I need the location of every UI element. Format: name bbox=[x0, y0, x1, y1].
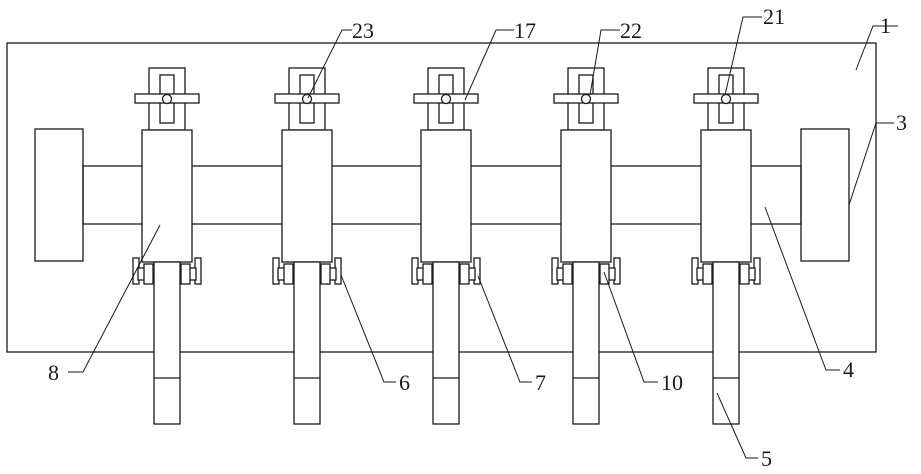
hinge-lug-left bbox=[423, 264, 432, 284]
leader-6 bbox=[341, 275, 396, 382]
leader-1 bbox=[856, 26, 898, 70]
end-block-left bbox=[35, 129, 83, 261]
mount-unit-1 bbox=[133, 68, 201, 424]
label-22: 22 bbox=[620, 18, 642, 43]
clamp-body bbox=[142, 130, 192, 262]
leader-3 bbox=[849, 123, 894, 205]
blade-arm bbox=[154, 262, 180, 424]
label-17: 17 bbox=[514, 18, 536, 43]
blade-arm bbox=[433, 262, 459, 424]
hinge-lug-right bbox=[181, 264, 190, 284]
clamp-body bbox=[561, 130, 611, 262]
label-21: 21 bbox=[763, 4, 785, 29]
mount-unit-3 bbox=[412, 68, 480, 424]
label-10: 10 bbox=[661, 370, 683, 395]
hinge-lug-left bbox=[563, 264, 572, 284]
hinge-lug-left bbox=[144, 264, 153, 284]
bolt-icon bbox=[582, 95, 591, 104]
label-1: 1 bbox=[880, 13, 891, 38]
bolt-icon bbox=[722, 95, 731, 104]
leader-10 bbox=[604, 272, 658, 382]
clamp-body bbox=[421, 130, 471, 262]
bolt-icon bbox=[303, 95, 312, 104]
hinge-lug-right bbox=[321, 264, 330, 284]
label-6: 6 bbox=[399, 370, 410, 395]
blade-arm bbox=[573, 262, 599, 424]
label-5: 5 bbox=[761, 446, 772, 471]
end-block-right bbox=[801, 129, 849, 261]
leader-17 bbox=[465, 30, 514, 100]
bolt-icon bbox=[442, 95, 451, 104]
clamp-body bbox=[282, 130, 332, 262]
mount-unit-2 bbox=[273, 68, 341, 424]
blade-arm bbox=[294, 262, 320, 424]
hinge-lug-right bbox=[740, 264, 749, 284]
label-4: 4 bbox=[843, 357, 854, 382]
label-7: 7 bbox=[535, 370, 546, 395]
mount-unit-5 bbox=[692, 68, 760, 424]
hinge-lug-left bbox=[703, 264, 712, 284]
bolt-icon bbox=[163, 95, 172, 104]
blade-arm bbox=[713, 262, 739, 424]
label-8: 8 bbox=[48, 360, 59, 385]
label-3: 3 bbox=[896, 110, 907, 135]
leader-7 bbox=[478, 276, 532, 382]
clamp-body bbox=[701, 130, 751, 262]
label-23: 23 bbox=[352, 18, 374, 43]
hinge-lug-left bbox=[284, 264, 293, 284]
hinge-lug-right bbox=[460, 264, 469, 284]
mount-unit-4 bbox=[552, 68, 620, 424]
